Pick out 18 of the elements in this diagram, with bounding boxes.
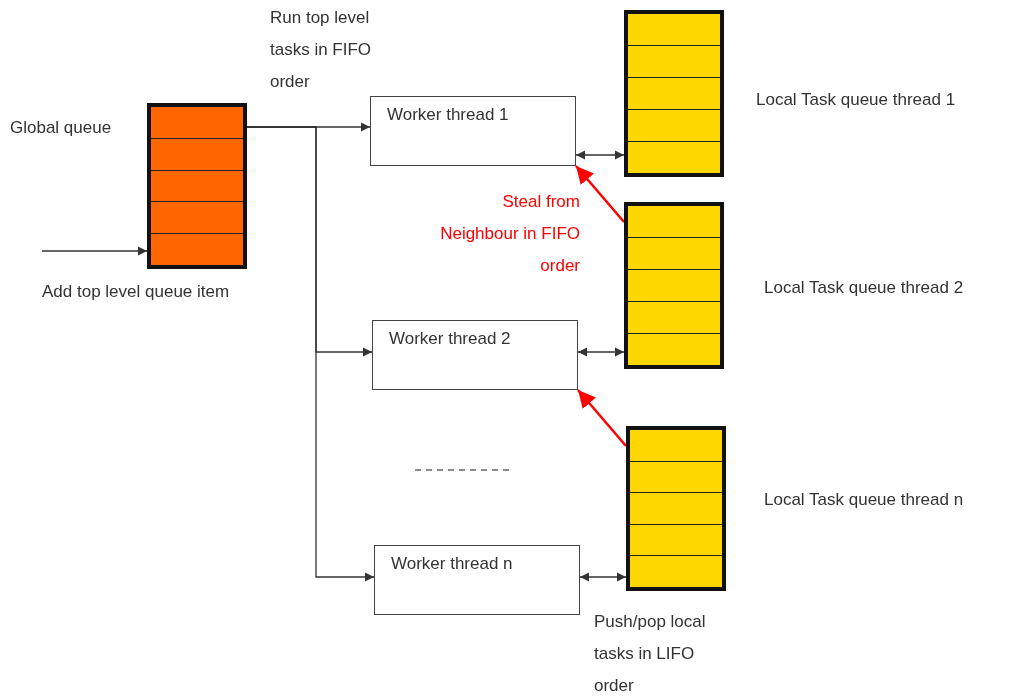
arrow [577,347,625,357]
worker-box: Worker thread 1 [370,96,576,166]
arrow [579,572,627,582]
queue-label: Local Task queue thread 2 [764,277,964,299]
arrow [41,246,148,256]
note-text: Run top level tasks in FIFO order [270,7,373,93]
edge-label: Add top level queue item [42,281,231,303]
queue-label: Global queue [10,117,112,139]
worker-box: Worker thread 2 [372,320,578,390]
arrow [246,126,375,582]
arrow [575,165,625,223]
edge-label: Steal from Neighbour in FIFO order [439,191,580,277]
arrow [575,150,625,160]
queue-label: Local Task queue thread n [764,489,964,511]
note-text: Push/pop local tasks in LIFO order [594,611,707,697]
queue-label: Local Task queue thread 1 [756,89,956,111]
arrow [577,389,627,447]
worker-box: Worker thread n [374,545,580,615]
